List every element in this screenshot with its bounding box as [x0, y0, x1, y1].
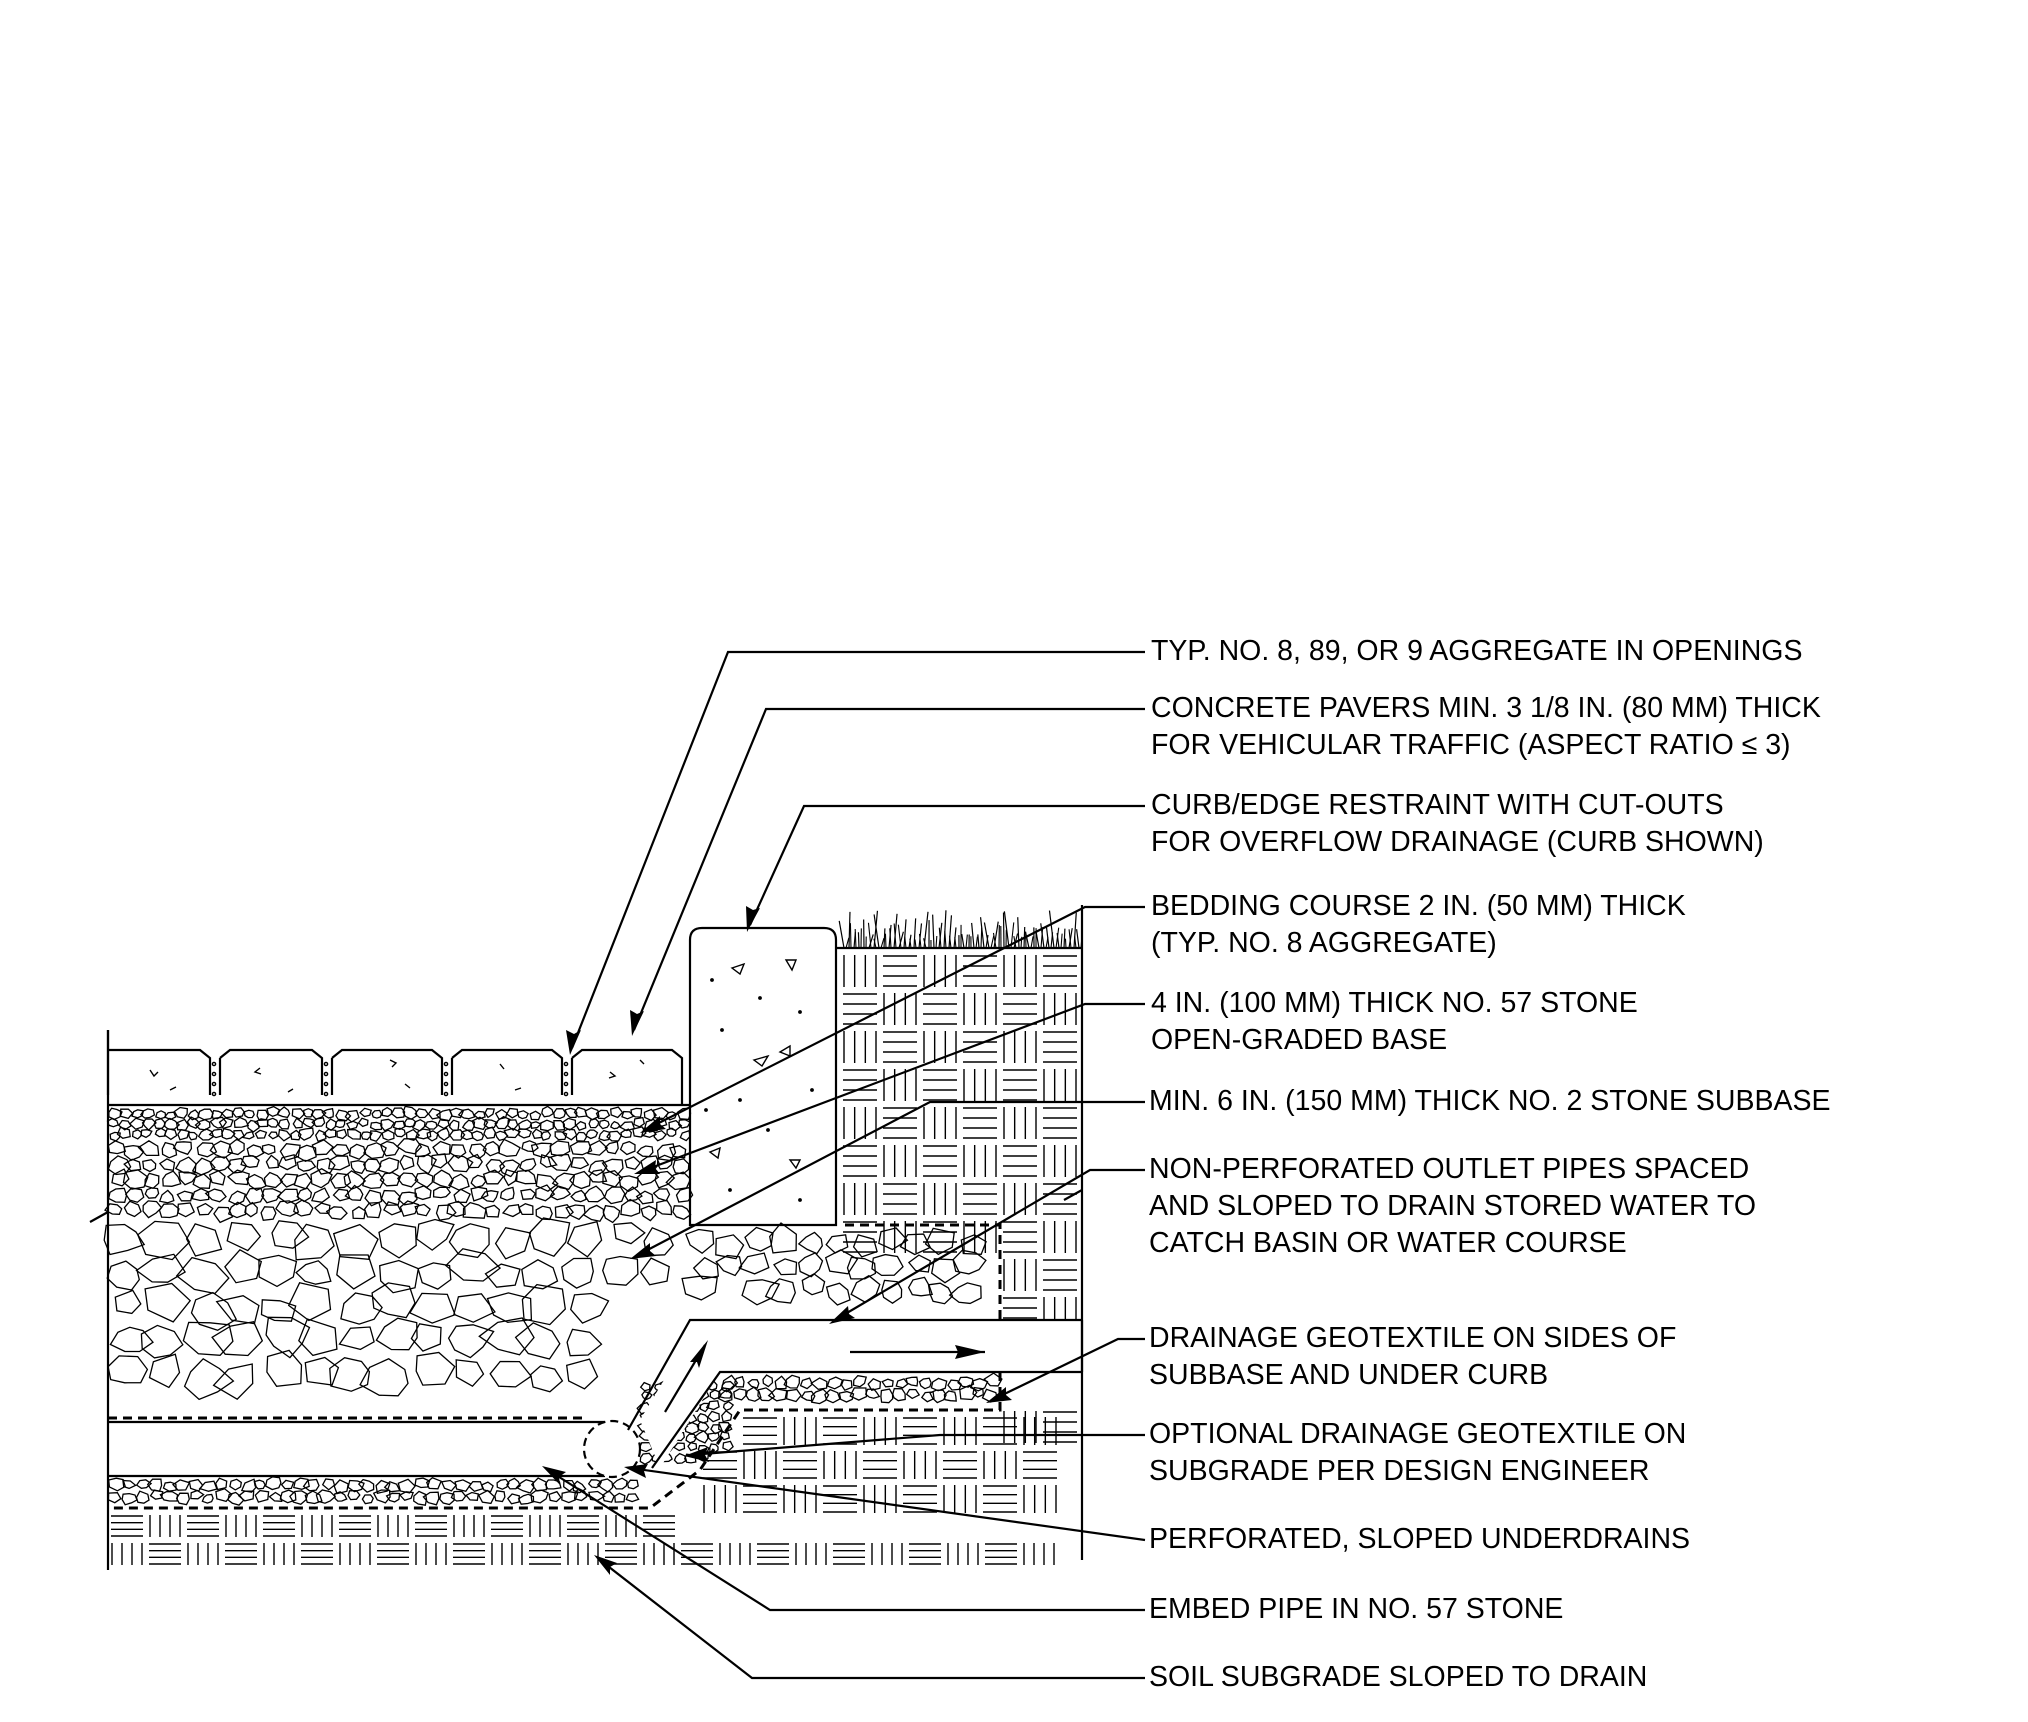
no2-stone-subbase	[103, 1217, 987, 1401]
callout-label-8-line-1: DRAINAGE GEOTEXTILE ON SIDES OF	[1149, 1322, 1676, 1354]
no57-stone-base	[104, 1138, 694, 1224]
callout-label-2-line-2: FOR VEHICULAR TRAFFIC (ASPECT RATIO ≤ 3)	[1151, 729, 1791, 761]
section-outline	[89, 905, 1084, 1570]
callout-label-7-line-1: NON-PERFORATED OUTLET PIPES SPACED	[1149, 1153, 1749, 1185]
concrete-curb	[688, 926, 838, 1227]
grass-surface	[838, 910, 1083, 949]
callout-label-3-line-2: FOR OVERFLOW DRAINAGE (CURB SHOWN)	[1151, 826, 1764, 858]
callout-label-5-line-1: 4 IN. (100 MM) THICK NO. 57 STONE	[1151, 987, 1638, 1019]
callout-label-4-line-2: (TYP. NO. 8 AGGREGATE)	[1151, 927, 1497, 959]
callout-label-7-line-3: CATCH BASIN OR WATER COURSE	[1149, 1227, 1627, 1259]
callout-label-1-line-1: TYP. NO. 8, 89, OR 9 AGGREGATE IN OPENIN…	[1151, 635, 1802, 667]
concrete-pavers	[106, 1030, 690, 1107]
callout-label-10-line-1: PERFORATED, SLOPED UNDERDRAINS	[1149, 1523, 1690, 1555]
callout-label-4-line-1: BEDDING COURSE 2 IN. (50 MM) THICK	[1151, 890, 1686, 922]
callout-label-12-line-1: SOIL SUBGRADE SLOPED TO DRAIN	[1149, 1661, 1647, 1693]
callout-label-9-line-2: SUBGRADE PER DESIGN ENGINEER	[1149, 1455, 1649, 1487]
callout-label-11-line-1: EMBED PIPE IN NO. 57 STONE	[1149, 1593, 1563, 1625]
callout-label-2-line-1: CONCRETE PAVERS MIN. 3 1/8 IN. (80 MM) T…	[1151, 692, 1821, 724]
callout-label-7-line-2: AND SLOPED TO DRAIN STORED WATER TO	[1149, 1190, 1756, 1222]
callout-label-6-line-1: MIN. 6 IN. (150 MM) THICK NO. 2 STONE SU…	[1149, 1085, 1831, 1117]
callout-labels: TYP. NO. 8, 89, OR 9 AGGREGATE IN OPENIN…	[1149, 635, 1831, 1693]
callout-label-5-line-2: OPEN-GRADED BASE	[1151, 1024, 1447, 1056]
bedding-course	[106, 1105, 692, 1143]
callout-label-9-line-1: OPTIONAL DRAINAGE GEOTEXTILE ON	[1149, 1418, 1686, 1450]
callout-label-3-line-1: CURB/EDGE RESTRAINT WITH CUT-OUTS	[1151, 789, 1724, 821]
drainage-geotextile	[108, 1223, 1002, 1510]
callout-label-8-line-2: SUBBASE AND UNDER CURB	[1149, 1359, 1548, 1391]
perforated-underdrain-pipe	[108, 1419, 642, 1479]
leader-lines	[542, 650, 1146, 1680]
